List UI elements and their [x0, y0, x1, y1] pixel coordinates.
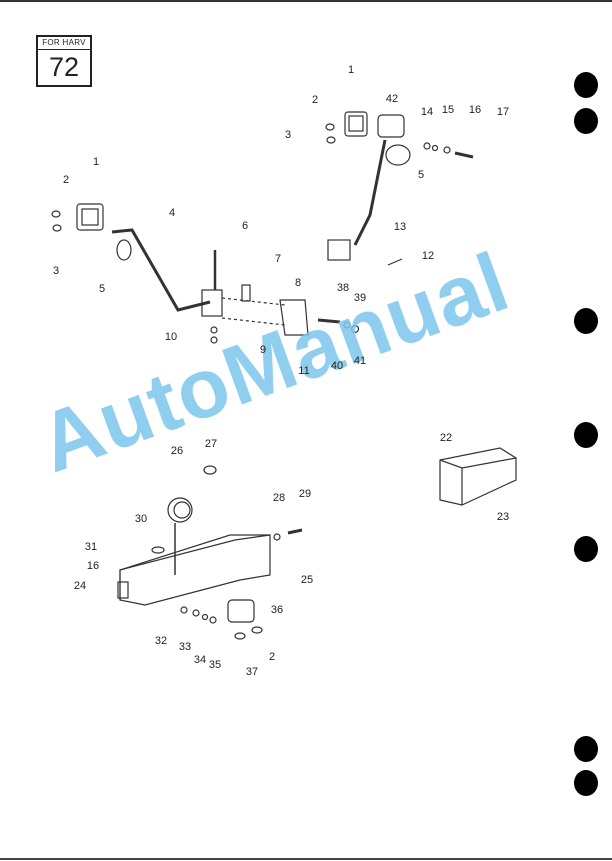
callout: 37	[245, 666, 259, 678]
reflector	[385, 144, 411, 166]
lamp-housing	[377, 114, 405, 138]
callout: 35	[208, 659, 222, 671]
callout: 14	[420, 106, 434, 118]
callout: 39	[353, 292, 367, 304]
callout: 40	[330, 360, 344, 372]
bracket-24	[117, 581, 129, 599]
bulb-27	[203, 465, 217, 475]
callout: 16	[86, 560, 100, 572]
spring	[241, 284, 251, 302]
callout: 2	[62, 174, 70, 186]
page-number: 72	[48, 52, 80, 82]
callout: 7	[274, 253, 282, 265]
callout: 1	[347, 64, 355, 76]
callout: 31	[84, 541, 98, 553]
mounting-bracket	[279, 299, 309, 336]
gauge-26	[167, 497, 193, 523]
bolt	[454, 151, 474, 159]
callout: 38	[336, 282, 350, 294]
binder-hole-mark	[574, 72, 598, 98]
callout: 28	[272, 492, 286, 504]
callout: 1	[92, 156, 100, 168]
reflector-left	[116, 239, 132, 261]
callout: 32	[154, 635, 168, 647]
page-badge: FOR HARV 72	[36, 35, 92, 87]
callout: 42	[385, 93, 399, 105]
callout: 34	[193, 654, 207, 666]
beam-25	[119, 534, 271, 606]
lamp-lens-left	[76, 203, 104, 231]
callout: 24	[73, 580, 87, 592]
bottom-border	[0, 858, 612, 860]
top-border	[0, 0, 612, 2]
callout: 2	[311, 94, 319, 106]
callout: 33	[178, 641, 192, 653]
bolt-38	[317, 318, 341, 324]
lamp-36	[227, 599, 255, 623]
lamp-bracket-arm-right	[353, 139, 387, 246]
binder-hole-mark	[574, 736, 598, 762]
binder-hole-mark	[574, 108, 598, 134]
callout: 41	[353, 355, 367, 367]
callout: 15	[441, 104, 455, 116]
callout: 9	[259, 344, 267, 356]
callout: 10	[164, 331, 178, 343]
callout: 2	[268, 651, 276, 663]
callout: 36	[270, 604, 284, 616]
lamp-lens-inner	[348, 115, 364, 132]
bracket-clamp	[327, 239, 351, 261]
callout: 4	[168, 207, 176, 219]
section-label: FOR HARV	[38, 37, 90, 50]
housing-22-23	[439, 447, 517, 506]
bulb	[325, 123, 335, 131]
callout: 3	[52, 265, 60, 277]
binder-hole-mark	[574, 770, 598, 796]
callout: 16	[468, 104, 482, 116]
bracket-clamp-left	[201, 289, 223, 317]
callout: 23	[496, 511, 510, 523]
screw	[387, 258, 403, 266]
washer-30	[151, 546, 165, 554]
callout: 3	[284, 129, 292, 141]
binder-hole-mark	[574, 308, 598, 334]
callout: 12	[421, 250, 435, 262]
callout: 30	[134, 513, 148, 525]
callout: 13	[393, 221, 407, 233]
bulb	[326, 136, 336, 144]
binder-hole-mark	[574, 422, 598, 448]
callout: 8	[294, 277, 302, 289]
callout: 5	[98, 283, 106, 295]
callout: 17	[496, 106, 510, 118]
lamp-lens-right	[344, 111, 368, 137]
lamp-bracket-arm-left	[111, 228, 211, 312]
binder-hole-mark	[574, 536, 598, 562]
callout: 29	[298, 488, 312, 500]
callout: 26	[170, 445, 184, 457]
callout: 25	[300, 574, 314, 586]
callout: 6	[241, 220, 249, 232]
callout: 11	[298, 365, 310, 377]
callout: 22	[439, 432, 453, 444]
callout: 5	[417, 169, 425, 181]
callout: 27	[204, 438, 218, 450]
